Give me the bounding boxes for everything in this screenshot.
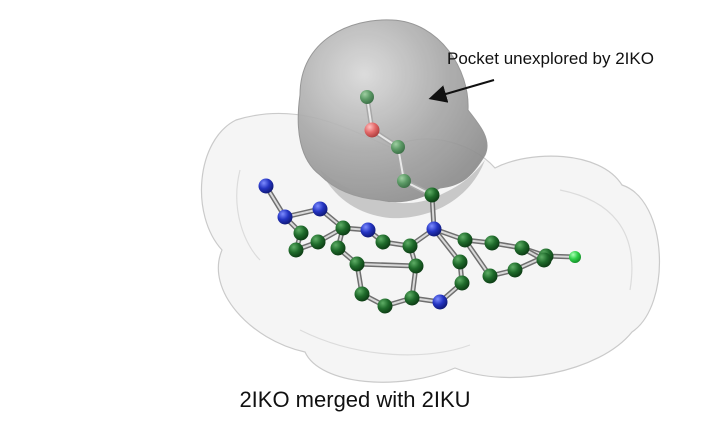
nitrogen-atom-19 — [312, 201, 328, 217]
carbon-atom-26 — [484, 235, 500, 251]
bond-highlight-16 — [356, 263, 417, 267]
carbon-atom-22 — [293, 225, 309, 241]
carbon-atom-23 — [288, 242, 304, 258]
carbon-atom-3 — [397, 174, 411, 188]
carbon-atom-30 — [507, 262, 523, 278]
carbon-atom-25 — [457, 232, 473, 248]
carbon-atom-4 — [424, 187, 440, 203]
pocket-surface — [297, 19, 488, 219]
carbon-atom-18 — [452, 254, 468, 270]
nitrogen-atom-8 — [360, 222, 376, 238]
oxygen-atom-1 — [364, 122, 380, 138]
annotation-arrow — [428, 79, 495, 103]
carbon-atom-15 — [408, 258, 424, 274]
carbon-atom-6 — [402, 238, 418, 254]
chlorine-atom-32 — [569, 251, 581, 263]
atoms — [258, 90, 581, 314]
carbon-atom-9 — [335, 220, 351, 236]
carbon-atom-0 — [360, 90, 374, 104]
nitrogen-atom-21 — [258, 178, 274, 194]
carbon-atom-14 — [404, 290, 420, 306]
pocket-shadow — [320, 160, 485, 219]
surface-inner-ridge — [236, 169, 633, 356]
nitrogen-atom-16 — [432, 294, 448, 310]
carbon-atom-7 — [375, 234, 391, 250]
carbon-atom-24 — [310, 234, 326, 250]
carbon-atom-17 — [454, 275, 470, 291]
carbon-atom-11 — [349, 256, 365, 272]
pocket-annotation-label: Pocket unexplored by 2IKO — [447, 49, 654, 68]
carbon-atom-13 — [377, 298, 393, 314]
carbon-atom-12 — [354, 286, 370, 302]
figure-caption: 2IKO merged with 2IKU — [0, 387, 716, 413]
carbon-atom-10 — [330, 240, 346, 256]
nitrogen-atom-5 — [426, 221, 442, 237]
figure-caption-text: 2IKO merged with 2IKU — [239, 387, 471, 412]
carbon-atom-2 — [391, 140, 405, 154]
carbon-atom-29 — [536, 252, 552, 268]
carbon-atom-31 — [482, 268, 498, 284]
pocket-blob — [297, 19, 488, 203]
carbon-atom-27 — [514, 240, 530, 256]
nitrogen-atom-20 — [277, 209, 293, 225]
